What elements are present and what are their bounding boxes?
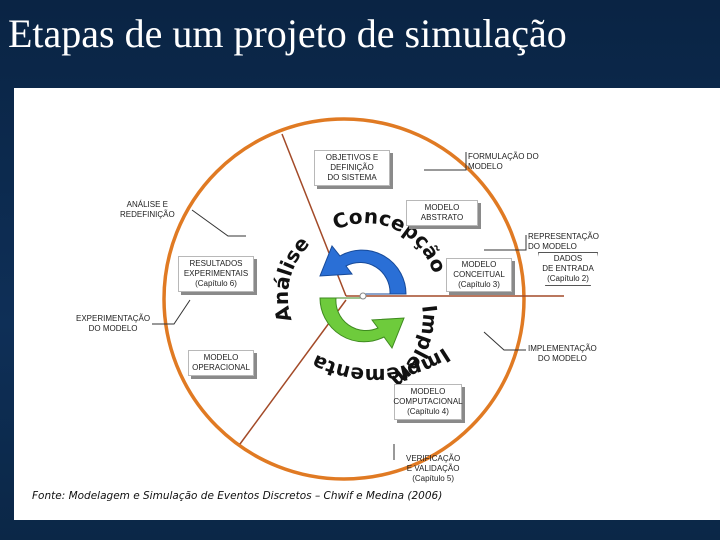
label-implementacao-modelo: IMPLEMENTAÇÃO DO MODELO — [528, 344, 597, 363]
label-analise-redefinicao: ANÁLISE E REDEFINIÇÃO — [120, 200, 175, 219]
box-modelo-conceitual: MODELO CONCEITUAL (Capítulo 3) — [446, 258, 512, 292]
slide-title: Etapas de um projeto de simulação — [8, 11, 567, 56]
box-modelo-abstrato: MODELO ABSTRATO — [406, 200, 478, 226]
cycle-hub-icon — [359, 292, 367, 300]
connector-formulacao — [424, 152, 467, 171]
connector-representacao — [484, 235, 527, 251]
label-experimentacao: EXPERIMENTAÇÃO DO MODELO — [76, 314, 151, 333]
source-caption: Fonte: Modelagem e Simulação de Eventos … — [32, 490, 443, 502]
connector-implementacao — [483, 331, 526, 351]
cycle-circle — [162, 117, 526, 481]
box-resultados: RESULTADOS EXPERIMENTAIS (Capítulo 6) — [178, 256, 254, 292]
label-verificacao: VERIFICAÇÃO E VALIDAÇÃO (Capítulo 5) — [406, 454, 461, 483]
box-modelo-computacional: MODELO COMPUTACIONAL (Capítulo 4) — [393, 384, 463, 420]
box-modelo-operacional: MODELO OPERACIONAL — [188, 350, 254, 376]
connector-experimentacao — [152, 299, 191, 325]
box-dados-entrada: DADOS DE ENTRADA (Capítulo 2) — [538, 252, 598, 286]
phase-analise: Análise — [269, 231, 314, 324]
connector-analise — [191, 209, 246, 237]
label-representacao: REPRESENTAÇÃO DO MODELO — [528, 232, 599, 251]
diagram-panel: Concepção Implementação Implementação An… — [14, 88, 720, 520]
box-objetivos: OBJETIVOS E DEFINIÇÃO DO SISTEMA — [314, 150, 390, 186]
arrow-blue-icon — [319, 245, 407, 295]
phase-implementacao: Implementação — [14, 88, 442, 393]
label-formulacao: FORMULAÇÃO DO MODELO — [468, 152, 539, 171]
arrow-green-icon — [319, 297, 405, 350]
simulation-cycle-diagram: Concepção Implementação Implementação An… — [14, 88, 564, 481]
